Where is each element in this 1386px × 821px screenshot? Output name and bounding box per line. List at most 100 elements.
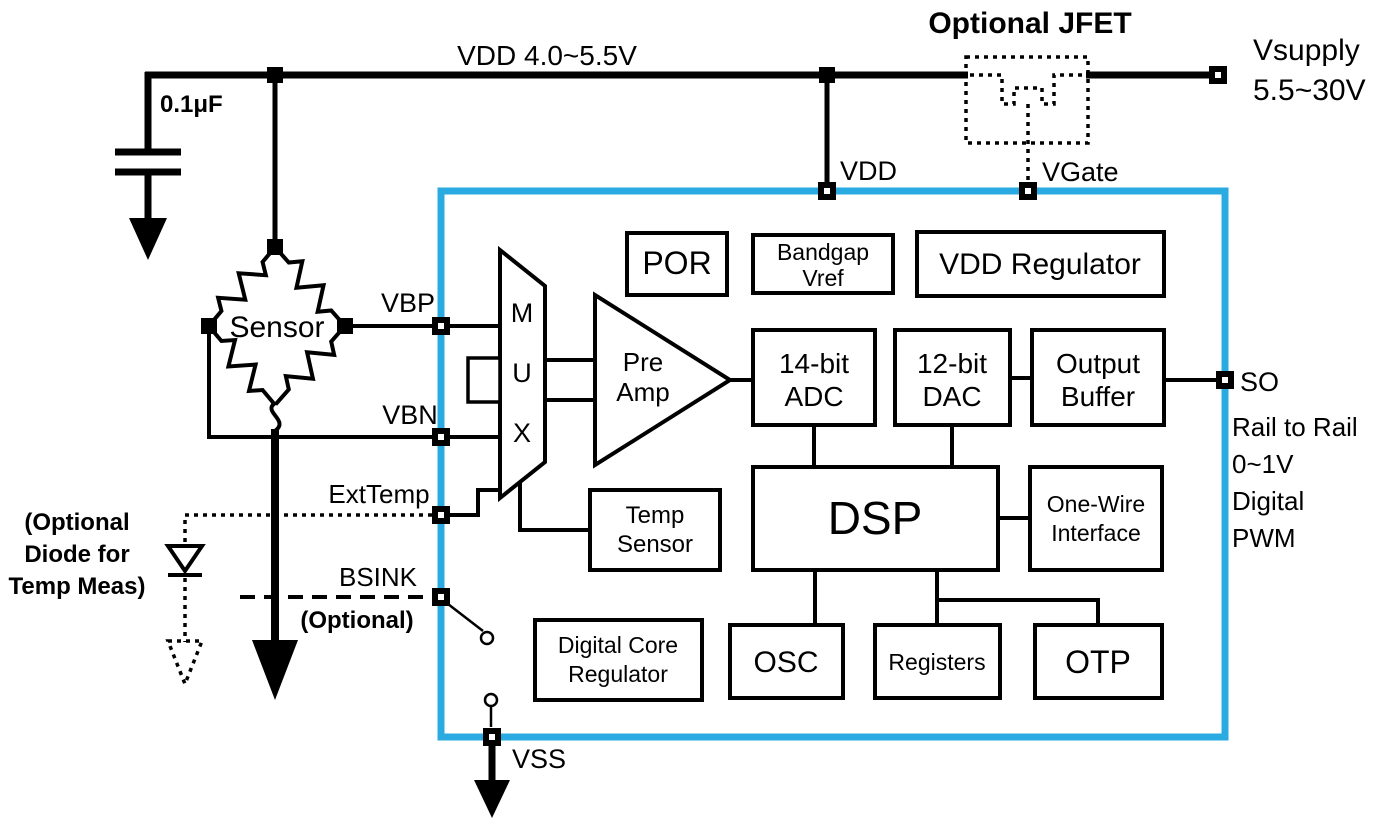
temp-sensor-label-line2: Sensor — [617, 531, 693, 558]
otp-block: OTP — [1033, 623, 1164, 700]
bridge-node-right — [337, 318, 353, 334]
preamp-block: Pre Amp — [593, 291, 734, 469]
one-wire-label-line1: One-Wire — [1047, 491, 1145, 517]
diode-symbol — [164, 544, 206, 575]
pin-so — [1216, 371, 1234, 389]
diode-note-line1: (Optional — [24, 509, 129, 536]
diode-note-line3: Temp Meas) — [9, 573, 146, 600]
vdd-power-rail: VDD 4.0~5.5V Vsupply 5.5~30V — [145, 34, 1366, 247]
cap-label: 0.1μF — [160, 91, 223, 118]
dsp-label: DSP — [828, 492, 923, 544]
vdd-pin-label: VDD — [840, 156, 897, 186]
registers-label: Registers — [888, 649, 985, 675]
osc-label: OSC — [753, 646, 818, 679]
output-buffer-label-line2: Buffer — [1061, 381, 1135, 412]
adc-block: 14-bit ADC — [751, 328, 877, 427]
dsp-box — [751, 465, 1000, 572]
otp-box — [1033, 623, 1164, 700]
vss-ground — [474, 746, 510, 818]
registers-box — [873, 623, 1002, 700]
vbn-pin-label: VBN — [382, 400, 438, 430]
mux-letter-x: X — [513, 418, 531, 448]
bsink-branch — [240, 595, 499, 727]
temp-sensor-label-line1: Temp — [626, 502, 685, 529]
vbp-pin-label: VBP — [381, 288, 435, 318]
por-box — [625, 231, 729, 297]
output-buffer-box — [1030, 328, 1166, 427]
adc-box — [751, 328, 877, 427]
switch-contact-bottom — [483, 692, 499, 708]
jfet-outline — [964, 55, 1090, 145]
dac-box — [893, 328, 1012, 427]
mux-letter-m: M — [511, 298, 534, 328]
vdd-regulator-block: VDD Regulator — [915, 230, 1166, 298]
preamp-label-line1: Pre — [623, 347, 663, 377]
vsupply-label-line1: Vsupply — [1253, 34, 1360, 67]
tempsensor-to-mux-wire — [518, 483, 590, 532]
vsupply-label-line2: 5.5~30V — [1253, 74, 1366, 107]
adc-label-line1: 14-bit — [779, 348, 849, 379]
registers-block: Registers — [873, 623, 1002, 700]
sensor-label: Sensor — [229, 311, 324, 344]
pin-vbn — [432, 428, 450, 446]
exttemp-dotted-wire — [183, 513, 432, 544]
bridge-resistor-top-left — [207, 245, 277, 328]
bandgap-box — [751, 233, 895, 295]
so-pin-label: SO — [1240, 367, 1279, 397]
dac-label-line2: DAC — [922, 381, 981, 412]
rail-junction-bridge — [267, 67, 283, 83]
bandgap-label-line2: Vref — [802, 265, 844, 291]
dac-block: 12-bit DAC — [893, 328, 1012, 427]
adc-label-line2: ADC — [784, 381, 843, 412]
por-block: POR — [625, 231, 729, 297]
decoupling-capacitor: 0.1μF — [115, 72, 223, 260]
bridge-node-top — [267, 239, 283, 255]
bridge-resistor-top-right — [274, 246, 346, 327]
sensor-bridge: Sensor — [201, 239, 432, 700]
switch-blade-wire — [447, 603, 484, 632]
bsink-optional-note: (Optional) — [300, 607, 413, 634]
chip-internal-wires — [449, 324, 1216, 625]
osc-box — [728, 623, 845, 700]
dsp-block: DSP — [751, 465, 1000, 572]
vss-ground-arrow — [474, 780, 510, 818]
osc-block: OSC — [728, 623, 845, 700]
dac-label-line1: 12-bit — [917, 348, 987, 379]
optional-jfet-label: Optional JFET — [928, 7, 1131, 40]
temp-sensor-block: Temp Sensor — [588, 488, 722, 572]
vdd-regulator-box — [915, 230, 1166, 298]
vbn-wire — [207, 326, 432, 439]
digital-core-regulator-block: Digital Core Regulator — [533, 618, 704, 702]
mux-shape — [498, 245, 547, 503]
pin-vdd — [818, 182, 836, 200]
preamp-triangle — [593, 291, 734, 469]
bridge-resistor-bottom-right — [274, 325, 346, 406]
bandgap-block: Bandgap Vref — [751, 233, 895, 295]
pin-bsink — [432, 588, 450, 606]
diode-ground-arrow — [165, 639, 205, 689]
sensor-ground-kink — [269, 401, 282, 433]
one-wire-label-line2: Interface — [1051, 520, 1141, 546]
mux-block: M U X — [466, 245, 547, 503]
vgate-pin-label: VGate — [1042, 157, 1119, 187]
cap-ground-arrow — [129, 218, 167, 260]
exttemp-internal-wire — [449, 488, 500, 517]
jfet-channel — [970, 73, 1085, 106]
so-desc-line4: PWM — [1232, 523, 1296, 553]
vss-pin-label: VSS — [512, 744, 566, 774]
otp-label: OTP — [1065, 644, 1131, 680]
so-desc-line2: 0~1V — [1232, 449, 1294, 479]
so-desc-line3: Digital — [1232, 486, 1304, 516]
dsp-to-otp-wire — [937, 598, 1100, 625]
pin-exttemp — [432, 506, 450, 524]
bandgap-label-line1: Bandgap — [777, 239, 869, 265]
vsupply-terminal-inner — [1215, 72, 1221, 78]
exttemp-pin-label: ExtTemp — [328, 479, 429, 509]
switch-contact-top — [479, 630, 495, 646]
pin-vbp — [432, 317, 450, 335]
diode-note-line2: Diode for — [24, 541, 129, 568]
bsink-pin-label: BSINK — [339, 562, 418, 592]
so-output-description: Rail to Rail 0~1V Digital PWM — [1232, 412, 1358, 553]
vdd-regulator-label: VDD Regulator — [939, 248, 1141, 281]
